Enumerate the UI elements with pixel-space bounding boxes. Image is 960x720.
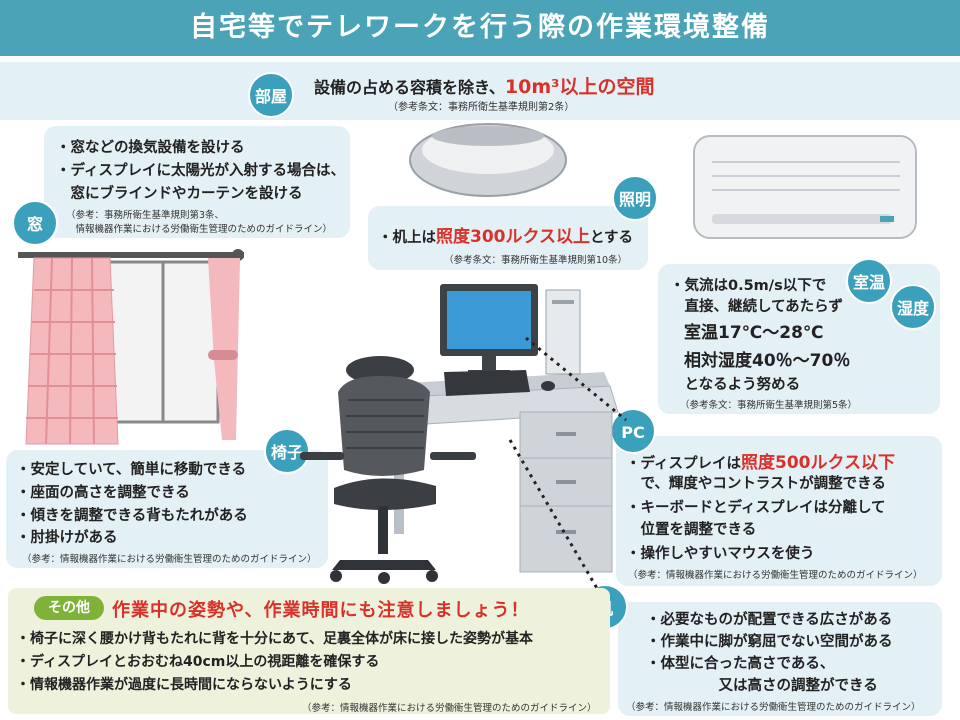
room-requirement: 設備の占める容積を除き、10m³以上の空間 [314, 72, 654, 99]
temperature-badge: 室温 [846, 258, 892, 304]
other-reference: （参考：情報機器作業における労働衛生管理のためのガイドライン） [302, 703, 597, 714]
pc-line: ・操作しやすいマウスを使う [626, 546, 815, 562]
lighting-box: ・机上は照度300ルクス以上とする （参考条文：事務所衛生基準規則第10条） [368, 206, 648, 270]
room-section [0, 62, 960, 120]
window-box: ・窓などの換気設備を設ける ・ディスプレイに太陽光が入射する場合は、 窓にブライ… [44, 126, 350, 238]
window-badge: 窓 [12, 200, 58, 246]
pc-box: ・ディスプレイは照度500ルクス以下 で、輝度やコントラストが調整できる ・キー… [616, 436, 942, 586]
desk-line: ・体型に合った高さである、 [646, 656, 835, 672]
chair-line: ・座面の高さを調整できる [16, 485, 190, 501]
window-line: ・窓などの換気設備を設ける [56, 140, 245, 156]
humidity-highlight: 相対湿度40％～70％ [684, 351, 851, 371]
temperature-box: ・気流は0.5m/s以下で 直接、継続してあたらず 室温17℃～28℃ 相対湿度… [658, 264, 940, 414]
desk-line: 又は高さの調整ができる [646, 678, 878, 694]
window-line: ・ディスプレイに太陽光が入射する場合は、 [56, 163, 345, 179]
desk-reference: （参考：情報機器作業における労働衛生管理のためのガイドライン） [626, 702, 921, 713]
window-reference: 情報機器作業における労働衛生管理のためのガイドライン） [66, 224, 333, 235]
chair-box: ・安定していて、簡単に移動できる ・座面の高さを調整できる ・傾きを調整できる背… [6, 450, 328, 568]
pc-line: ・キーボードとディスプレイは分離して [626, 500, 886, 516]
chair-line: ・傾きを調整できる背もたれがある [16, 508, 248, 524]
chair-line: ・安定していて、簡単に移動できる [16, 462, 247, 478]
temperature-highlight: 室温17℃～28℃ [684, 323, 824, 343]
desk-line: ・必要なものが配置できる広さがある [646, 612, 893, 628]
humidity-badge: 湿度 [890, 284, 936, 330]
other-box [8, 588, 610, 714]
temperature-reference: （参考条文：事務所衛生基準規則第5条） [680, 400, 858, 411]
pc-text: ・ディスプレイは [626, 456, 741, 472]
air-conditioner-icon [693, 135, 917, 239]
pc-line: ・ディスプレイは照度500ルクス以下 [626, 448, 895, 473]
window-line: 窓にブラインドやカーテンを設ける [56, 186, 303, 202]
chair-reference: （参考：情報機器作業における労働衛生管理のためのガイドライン） [22, 554, 317, 565]
temperature-line: 直接、継続してあたらず [670, 299, 843, 315]
page-title: 自宅等でテレワークを行う際の作業環境整備 [0, 0, 960, 56]
other-line: ・情報機器作業が過度に長時間にならないようにする [16, 677, 352, 693]
room-highlight: 10m³以上の空間 [504, 76, 655, 98]
other-tag: その他 [34, 596, 104, 620]
temperature-line: ・気流は0.5m/s以下で [670, 278, 827, 294]
lighting-text: ・机上は [378, 230, 436, 246]
temperature-line: となるよう努める [670, 377, 801, 393]
desk-pc-icon [387, 284, 619, 573]
pc-reference: （参考：情報機器作業における労働衛生管理のためのガイドライン） [628, 570, 923, 581]
office-chair-icon [300, 356, 476, 584]
window-curtain-icon [18, 249, 244, 445]
chair-line: ・肘掛けがある [16, 530, 118, 546]
ceiling-light-icon [409, 123, 567, 197]
window-reference: （参考：事務所衛生基準規則第3条、 [66, 210, 225, 221]
lighting-line: ・机上は照度300ルクス以上とする [378, 222, 633, 247]
pc-line: で、輝度やコントラストが調整できる [626, 476, 886, 492]
lighting-badge: 照明 [612, 175, 658, 221]
pc-line: 位置を調整できる [626, 522, 757, 538]
lighting-reference: （参考条文：事務所衛生基準規則第10条） [444, 255, 628, 266]
lighting-text-end: とする [589, 230, 634, 246]
room-badge: 部屋 [248, 72, 294, 118]
other-line: ・ディスプレイとおおむね40cm以上の視距離を確保する [16, 654, 380, 670]
lighting-highlight: 照度300ルクス以上 [436, 227, 590, 247]
leader-lines [508, 336, 627, 591]
pc-highlight: 照度500ルクス以下 [740, 453, 895, 473]
pc-badge: PC [610, 408, 656, 454]
other-headline: 作業中の姿勢や、作業時間にも注意しましょう！ [112, 600, 530, 621]
desk-box: ・必要なものが配置できる広さがある ・作業中に脚が窮屈でない空間がある ・体型に… [618, 602, 942, 716]
other-line: ・椅子に深く腰かけ背もたれに背を十分にあて、足裏全体が床に接した姿勢が基本 [16, 631, 534, 647]
room-reference: （参考条文：事務所衛生基準規則第2条） [388, 102, 575, 113]
chair-badge: 椅子 [264, 428, 310, 474]
room-text: 設備の占める容積を除き、 [314, 78, 505, 97]
desk-line: ・作業中に脚が窮屈でない空間がある [646, 634, 893, 650]
